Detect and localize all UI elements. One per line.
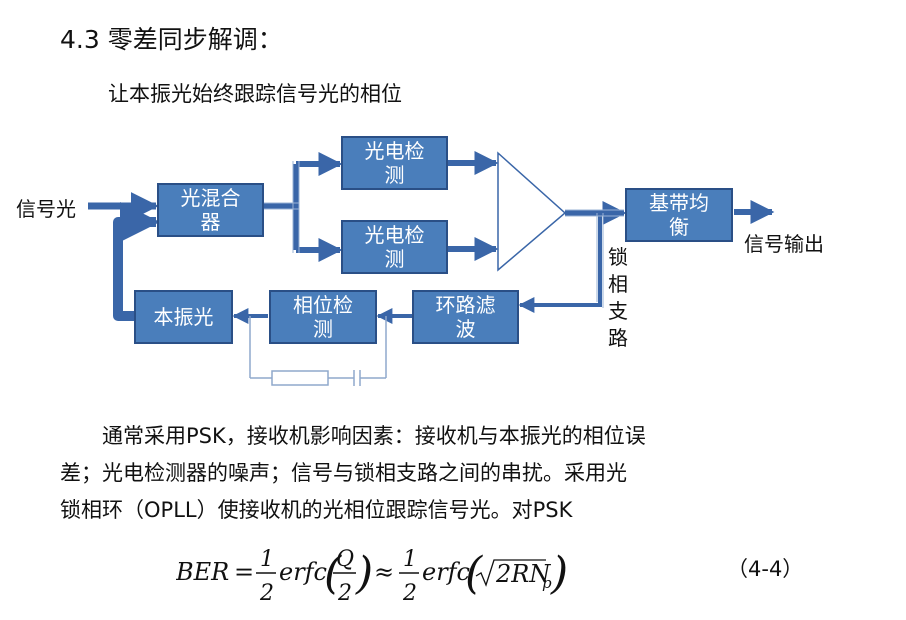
formula-half-den: 2 <box>259 581 274 606</box>
slide-title: 4.3 零差同步解调： <box>60 25 283 54</box>
body-line: 锁相环（OPLL）使接收机的光相位跟踪信号光。对PSK <box>60 498 573 522</box>
ber-formula: BER = 1 2 erfc ( Q 2 ) ≈ 1 2 erfc ( 2RN … <box>176 547 568 606</box>
formula-paren-right: ) <box>355 548 373 599</box>
formula-paren-left-2: ( <box>465 548 483 599</box>
output-signal-label: 信号输出 <box>744 232 824 256</box>
formula-sqrt-body: 2RN <box>495 560 551 588</box>
subtitle: 让本振光始终跟踪信号光的相位 <box>108 82 402 106</box>
phase-detector-block: 相位检测 <box>269 290 377 344</box>
sqrt-sign <box>475 559 546 587</box>
formula-half-num: 1 <box>260 547 274 572</box>
formula-half-num-2: 1 <box>403 547 417 572</box>
formula-equals: = <box>234 558 254 586</box>
block-diagram <box>88 151 775 386</box>
formula-q-den: 2 <box>337 581 352 606</box>
rc-network <box>249 316 387 386</box>
lo-feed-arrow <box>113 202 160 321</box>
body-line: 通常采用PSK，接收机影响因素：接收机与本振光的相位误 <box>60 424 646 448</box>
local-oscillator-block: 本振光 <box>134 290 233 344</box>
loop-filter-block: 环路滤波 <box>412 290 519 344</box>
formula-sqrt-sub: p <box>542 574 552 592</box>
formula-half-den-2: 2 <box>402 581 417 606</box>
formula-paren-right-2: ) <box>550 548 568 599</box>
pll-branch <box>518 213 602 313</box>
photodetector-bottom-block: 光电检测 <box>341 220 448 274</box>
body-paragraph: 通常采用PSK，接收机影响因素：接收机与本振光的相位误 差；光电检测器的噪声；信… <box>60 418 840 529</box>
formula-func-2: erfc <box>422 558 470 586</box>
input-signal-label: 信号光 <box>16 197 76 221</box>
optical-mixer-block: 光混合器 <box>157 183 264 237</box>
formula-lhs: BER <box>176 558 229 586</box>
baseband-equalizer-block: 基带均衡 <box>625 188 733 242</box>
photodetector-top-block: 光电检测 <box>341 136 448 190</box>
body-line: 差；光电检测器的噪声；信号与锁相支路之间的串扰。采用光 <box>60 461 627 485</box>
formula-approx: ≈ <box>374 558 394 586</box>
formula-func: erfc <box>279 558 327 586</box>
pll-branch-label: 锁相支路 <box>608 245 628 350</box>
amplifier-triangle <box>497 151 567 272</box>
equation-number: （4-4） <box>727 557 804 581</box>
formula-q-num: Q <box>336 547 354 572</box>
